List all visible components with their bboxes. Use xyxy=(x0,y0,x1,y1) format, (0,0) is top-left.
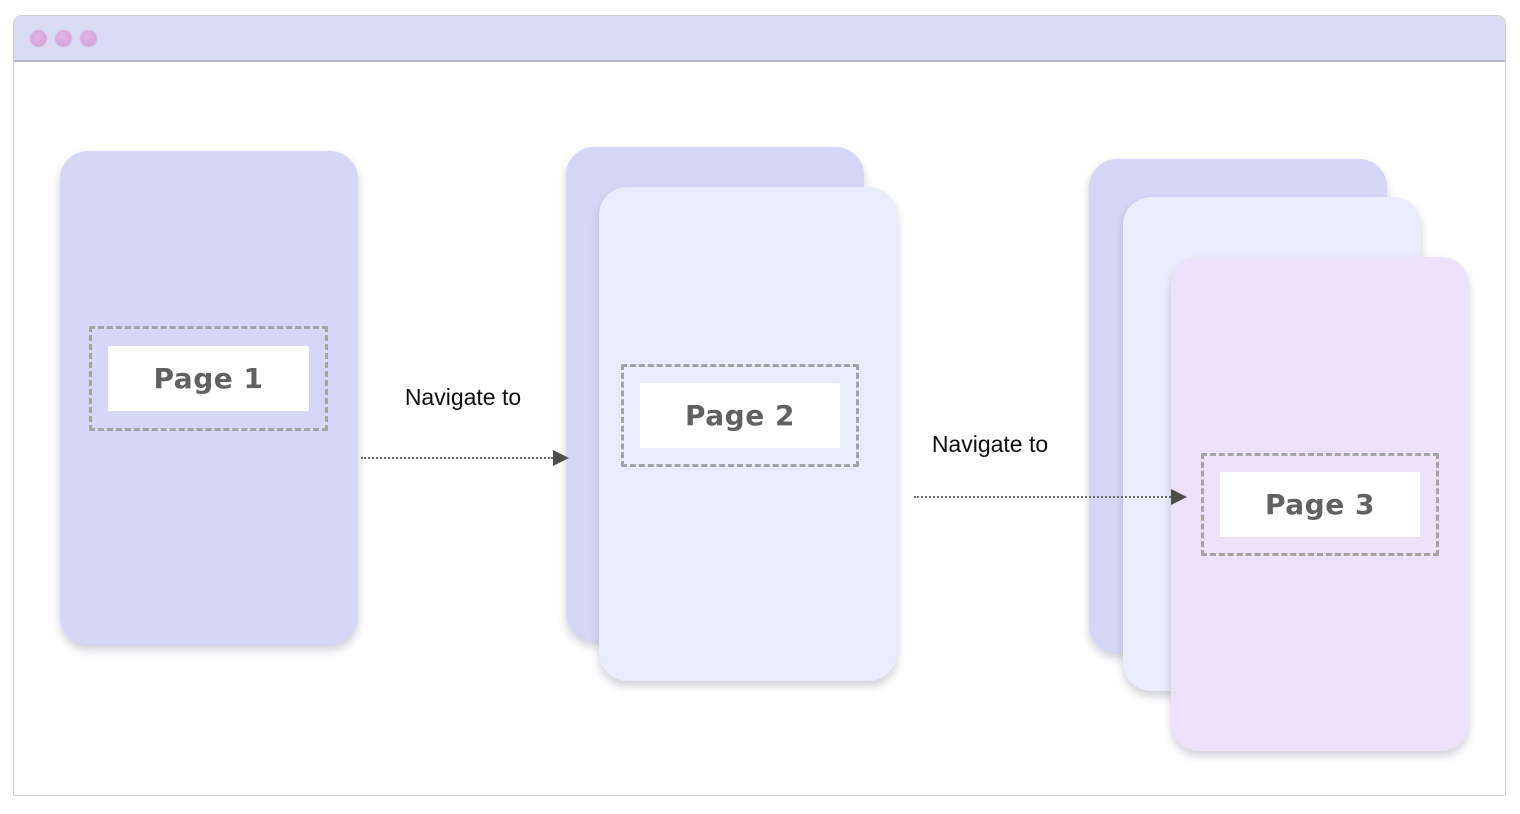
navigate-arrow-2-line xyxy=(914,496,1171,498)
page1-card: Page 1 xyxy=(60,151,358,645)
page1-placeholder-box: Page 1 xyxy=(89,326,328,431)
window-titlebar xyxy=(14,16,1505,62)
page3-card-front: Page 3 xyxy=(1171,257,1469,751)
page3-label: Page 3 xyxy=(1220,472,1420,537)
page3-placeholder-box: Page 3 xyxy=(1201,453,1439,556)
window-control-dot-1[interactable] xyxy=(30,29,47,47)
page2-label: Page 2 xyxy=(640,383,840,448)
window-control-dot-2[interactable] xyxy=(55,29,72,47)
page1-label: Page 1 xyxy=(108,345,309,412)
window-control-dot-3[interactable] xyxy=(80,29,97,47)
navigate-label-2: Navigate to xyxy=(931,431,1049,457)
navigate-arrow-1-arrowhead-icon xyxy=(553,450,569,466)
page2-card-front: Page 2 xyxy=(599,187,897,681)
content-area: Page 1 Navigate to Page 2 Page 3 Navigat… xyxy=(14,62,1505,795)
navigate-arrow-2-arrowhead-icon xyxy=(1171,489,1187,505)
browser-window: Page 1 Navigate to Page 2 Page 3 Navigat… xyxy=(13,15,1506,796)
navigate-label-1: Navigate to xyxy=(404,384,522,410)
page2-placeholder-box: Page 2 xyxy=(621,364,859,467)
navigate-arrow-1-line xyxy=(361,457,553,459)
